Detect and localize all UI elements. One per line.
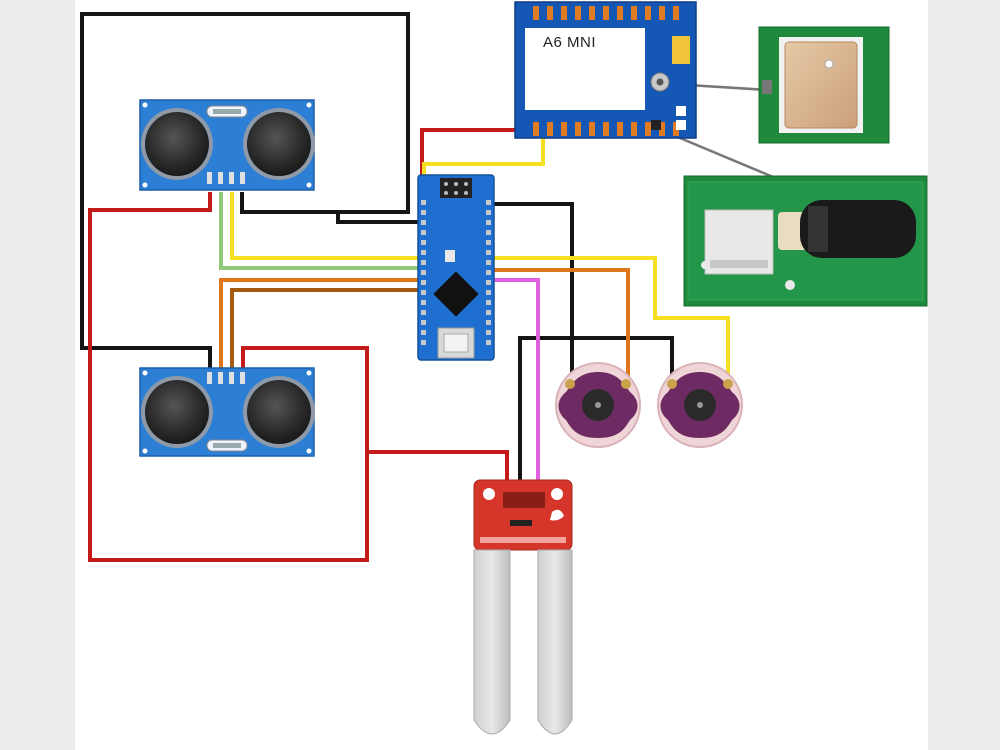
nano-pin — [421, 270, 426, 275]
nano-pin — [486, 310, 491, 315]
nano-pin — [486, 320, 491, 325]
wire-red-soil-vcc — [367, 450, 509, 490]
nano-pin — [421, 280, 426, 285]
nano-pin — [486, 340, 491, 345]
nano-pin — [486, 220, 491, 225]
gsm-pad — [575, 6, 581, 20]
ultrasonic-sensor-top — [139, 99, 315, 191]
gsm-pad — [631, 6, 637, 20]
nano-pin — [421, 220, 426, 225]
nano-pin — [421, 260, 426, 265]
gsm-pad — [547, 6, 553, 20]
gsm-pad — [589, 6, 595, 20]
gsm-pad — [645, 122, 651, 136]
nano-pin — [421, 330, 426, 335]
gsm-pad — [603, 6, 609, 20]
nano-pin — [421, 210, 426, 215]
nano-pins-left — [421, 200, 426, 345]
nano-pin — [421, 200, 426, 205]
nano-pin — [486, 240, 491, 245]
gsm-pad — [631, 122, 637, 136]
nano-pin — [421, 240, 426, 245]
nano-pin — [421, 290, 426, 295]
gsm-pad — [617, 122, 623, 136]
gsm-pad — [617, 6, 623, 20]
wire-yellow-us1 — [230, 192, 420, 260]
gsm-pad — [603, 122, 609, 136]
gsm-module-label: A6 MNI — [543, 34, 597, 51]
gsm-pad — [533, 122, 539, 136]
wire-orange-buzzer-1 — [490, 268, 630, 382]
gsm-pad — [561, 122, 567, 136]
gsm-module — [514, 1, 697, 139]
gsm-pads-top — [533, 6, 679, 20]
wire-brown-us2 — [230, 288, 420, 368]
gsm-pad — [589, 122, 595, 136]
gsm-pad — [547, 122, 553, 136]
nano-pin — [421, 320, 426, 325]
gsm-pad — [659, 6, 665, 20]
nano-pin — [421, 340, 426, 345]
nano-pin — [486, 210, 491, 215]
gsm-pad — [673, 6, 679, 20]
nano-pin — [421, 250, 426, 255]
gsm-pad — [645, 6, 651, 20]
gsm-pad — [659, 122, 665, 136]
gsm-pad — [533, 6, 539, 20]
wire-yellow-buzzer-2 — [490, 256, 730, 382]
wire-black-buzzer-1 — [490, 202, 574, 382]
wire-red-us1-vcc — [88, 192, 369, 562]
nano-pin — [486, 330, 491, 335]
nano-pin — [486, 260, 491, 265]
gps-antenna — [758, 26, 890, 144]
nano-pin — [486, 200, 491, 205]
wire-green-us1 — [219, 192, 420, 270]
gsm-pad — [561, 6, 567, 20]
buzzer-left — [555, 362, 641, 448]
nano-pin — [421, 230, 426, 235]
nano-pin — [421, 300, 426, 305]
ultrasonic-sensor-bottom — [139, 367, 315, 457]
wire-black-us1-gnd — [242, 210, 420, 224]
wires — [80, 12, 791, 562]
nano-pin — [486, 280, 491, 285]
soil-moisture-sensor — [473, 479, 573, 735]
nano-pin — [486, 250, 491, 255]
nano-pin — [486, 230, 491, 235]
nano-pin — [486, 290, 491, 295]
nano-pins-right — [486, 200, 491, 345]
nano-pin — [486, 270, 491, 275]
nano-pin — [486, 300, 491, 305]
gps-module — [683, 175, 928, 307]
gsm-pad — [575, 122, 581, 136]
wire-black-buzzer-2 — [518, 336, 674, 490]
arduino-nano — [417, 174, 495, 361]
wire-orange-us2 — [219, 278, 420, 368]
nano-pin — [421, 310, 426, 315]
buzzer-right — [657, 362, 743, 448]
wire-pink-soil — [490, 278, 540, 490]
